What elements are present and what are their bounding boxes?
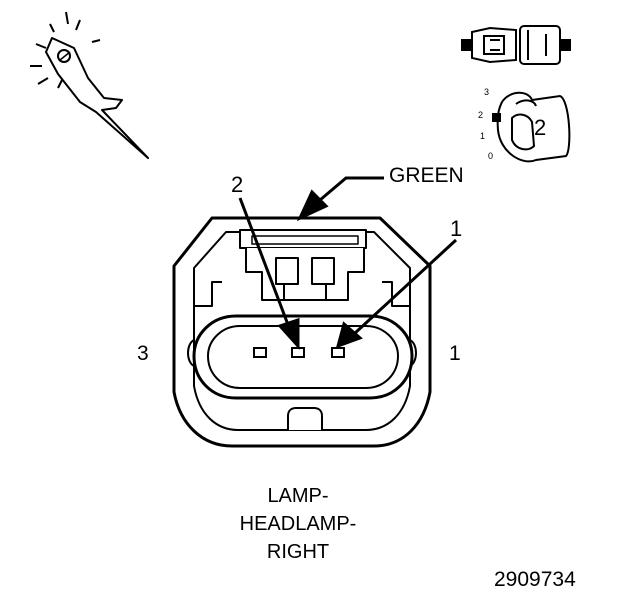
pin1-arrowhead [335, 321, 363, 349]
title-line-3: RIGHT [266, 541, 330, 563]
title-line-1: LAMP- [267, 485, 329, 507]
pin-2-callout: 2 [231, 172, 244, 197]
title-line-2: HEADLAMP- [239, 513, 357, 535]
pin2-arrowhead [277, 317, 300, 350]
position-number: 2 [534, 115, 547, 140]
position-scale-0: 0 [488, 151, 494, 161]
side-label-1: 1 [449, 342, 461, 365]
connector-title: LAMP- HEADLAMP- RIGHT [200, 482, 396, 566]
side-label-3: 3 [137, 342, 149, 365]
terminal-pin-3 [253, 347, 267, 358]
figure-id: 2909734 [494, 568, 576, 591]
terminal-pin-2 [291, 347, 305, 358]
position-scale-2: 2 [478, 110, 484, 120]
position-scale-3: 3 [484, 87, 490, 97]
leader-lines [238, 176, 458, 350]
connector-pair-icon [461, 25, 571, 65]
position-dial-icon [492, 91, 571, 163]
terminal-pin-1 [331, 347, 345, 358]
pin-1-callout: 1 [450, 216, 463, 241]
wire-color-label: GREEN [389, 164, 464, 187]
position-scale-1: 1 [480, 131, 486, 141]
probe-tool-icon [30, 11, 149, 159]
green-arrowhead [296, 189, 329, 222]
